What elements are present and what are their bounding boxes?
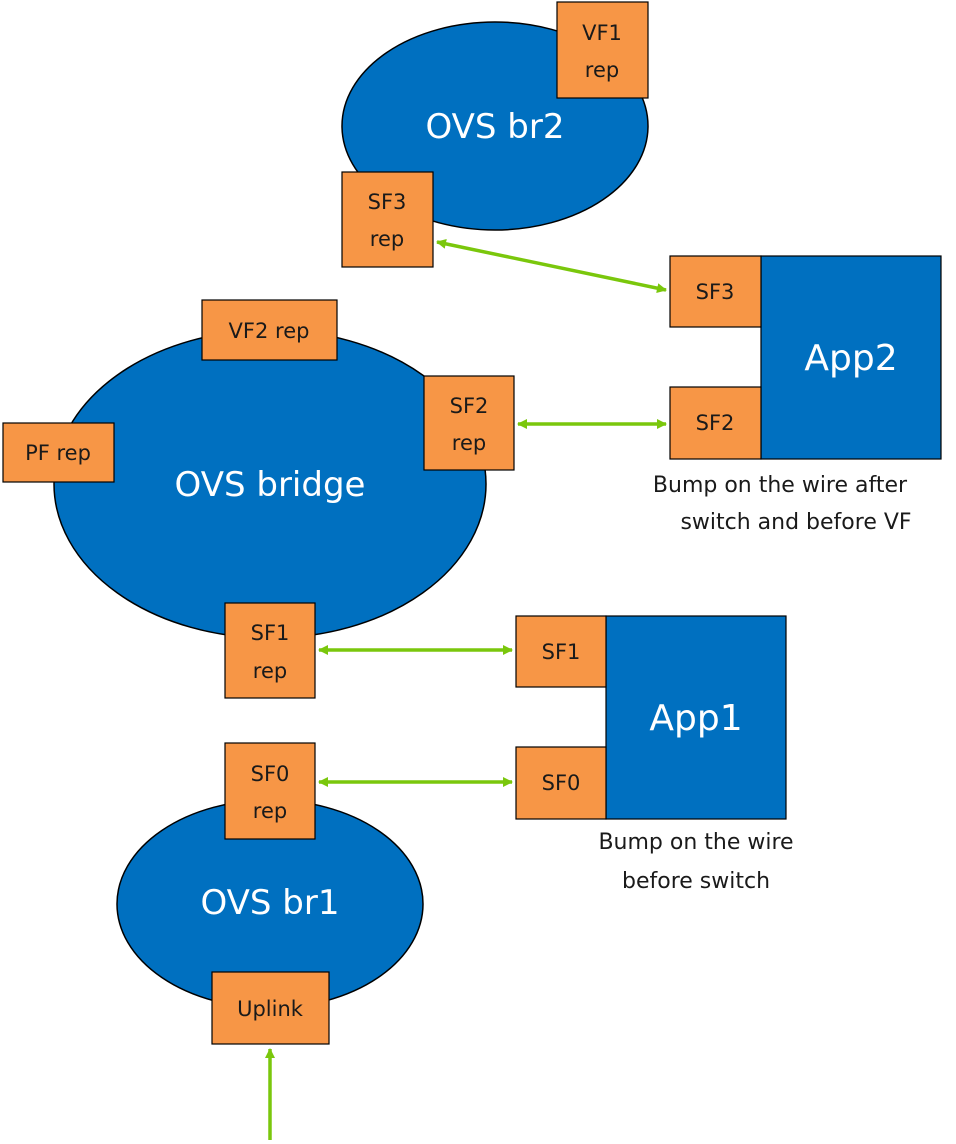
app2-caption-line-2: switch and before VF	[680, 510, 911, 535]
sf0-rep-port	[224, 742, 316, 840]
sf1-rep-label-1: SF1	[251, 621, 290, 645]
uplink-port	[211, 971, 330, 1045]
app2-caption-line-1: Bump on the wire after	[653, 473, 908, 498]
ovs-br2-label: OVS br2	[425, 107, 564, 147]
sf0-rep-label-2: rep	[253, 799, 287, 823]
sf1-rep-port	[224, 602, 316, 699]
sf1-rep-label-2: rep	[253, 659, 287, 683]
app2-sf3-port	[669, 255, 762, 328]
app1-sf1-port	[515, 615, 607, 688]
sf3-rep-label-1: SF3	[368, 190, 407, 214]
sf2-rep-label-1: SF2	[450, 394, 489, 418]
app1-sf0-port	[515, 746, 607, 820]
app1-box	[605, 615, 787, 820]
app1-caption-line-1: Bump on the wire	[598, 830, 793, 855]
app2-label: App2	[804, 338, 897, 379]
sf2-rep-port	[423, 375, 515, 471]
app2-sf2-label: SF2	[696, 411, 735, 435]
sf2-rep-label-2: rep	[452, 431, 486, 455]
vf2-rep-label: VF2 rep	[229, 319, 310, 343]
ovs-bridge-label: OVS bridge	[175, 465, 366, 505]
vf1-rep-label-1: VF1	[582, 21, 622, 45]
vf1-rep-port	[556, 1, 649, 99]
vf1-rep-label-2: rep	[585, 58, 619, 82]
app1-label: App1	[649, 698, 742, 739]
app2-box	[760, 255, 942, 460]
app2-sf3-label: SF3	[696, 280, 735, 304]
app1-sf1-label: SF1	[542, 640, 581, 664]
ovs-br1-label: OVS br1	[200, 883, 339, 923]
app1-sf0-label: SF0	[542, 771, 581, 795]
pf-rep-label: PF rep	[25, 441, 91, 465]
app2-sf2-port	[669, 386, 762, 460]
sf3-rep-label-2: rep	[370, 227, 404, 251]
vf2-rep-port	[201, 299, 338, 361]
uplink-label: Uplink	[237, 997, 304, 1021]
app1-caption-line-2: before switch	[622, 869, 770, 894]
sf3-rep-port	[341, 171, 434, 268]
link-sf3rep-sf3	[436, 238, 667, 294]
pf-rep-port	[2, 422, 115, 483]
sf0-rep-label-1: SF0	[251, 762, 290, 786]
